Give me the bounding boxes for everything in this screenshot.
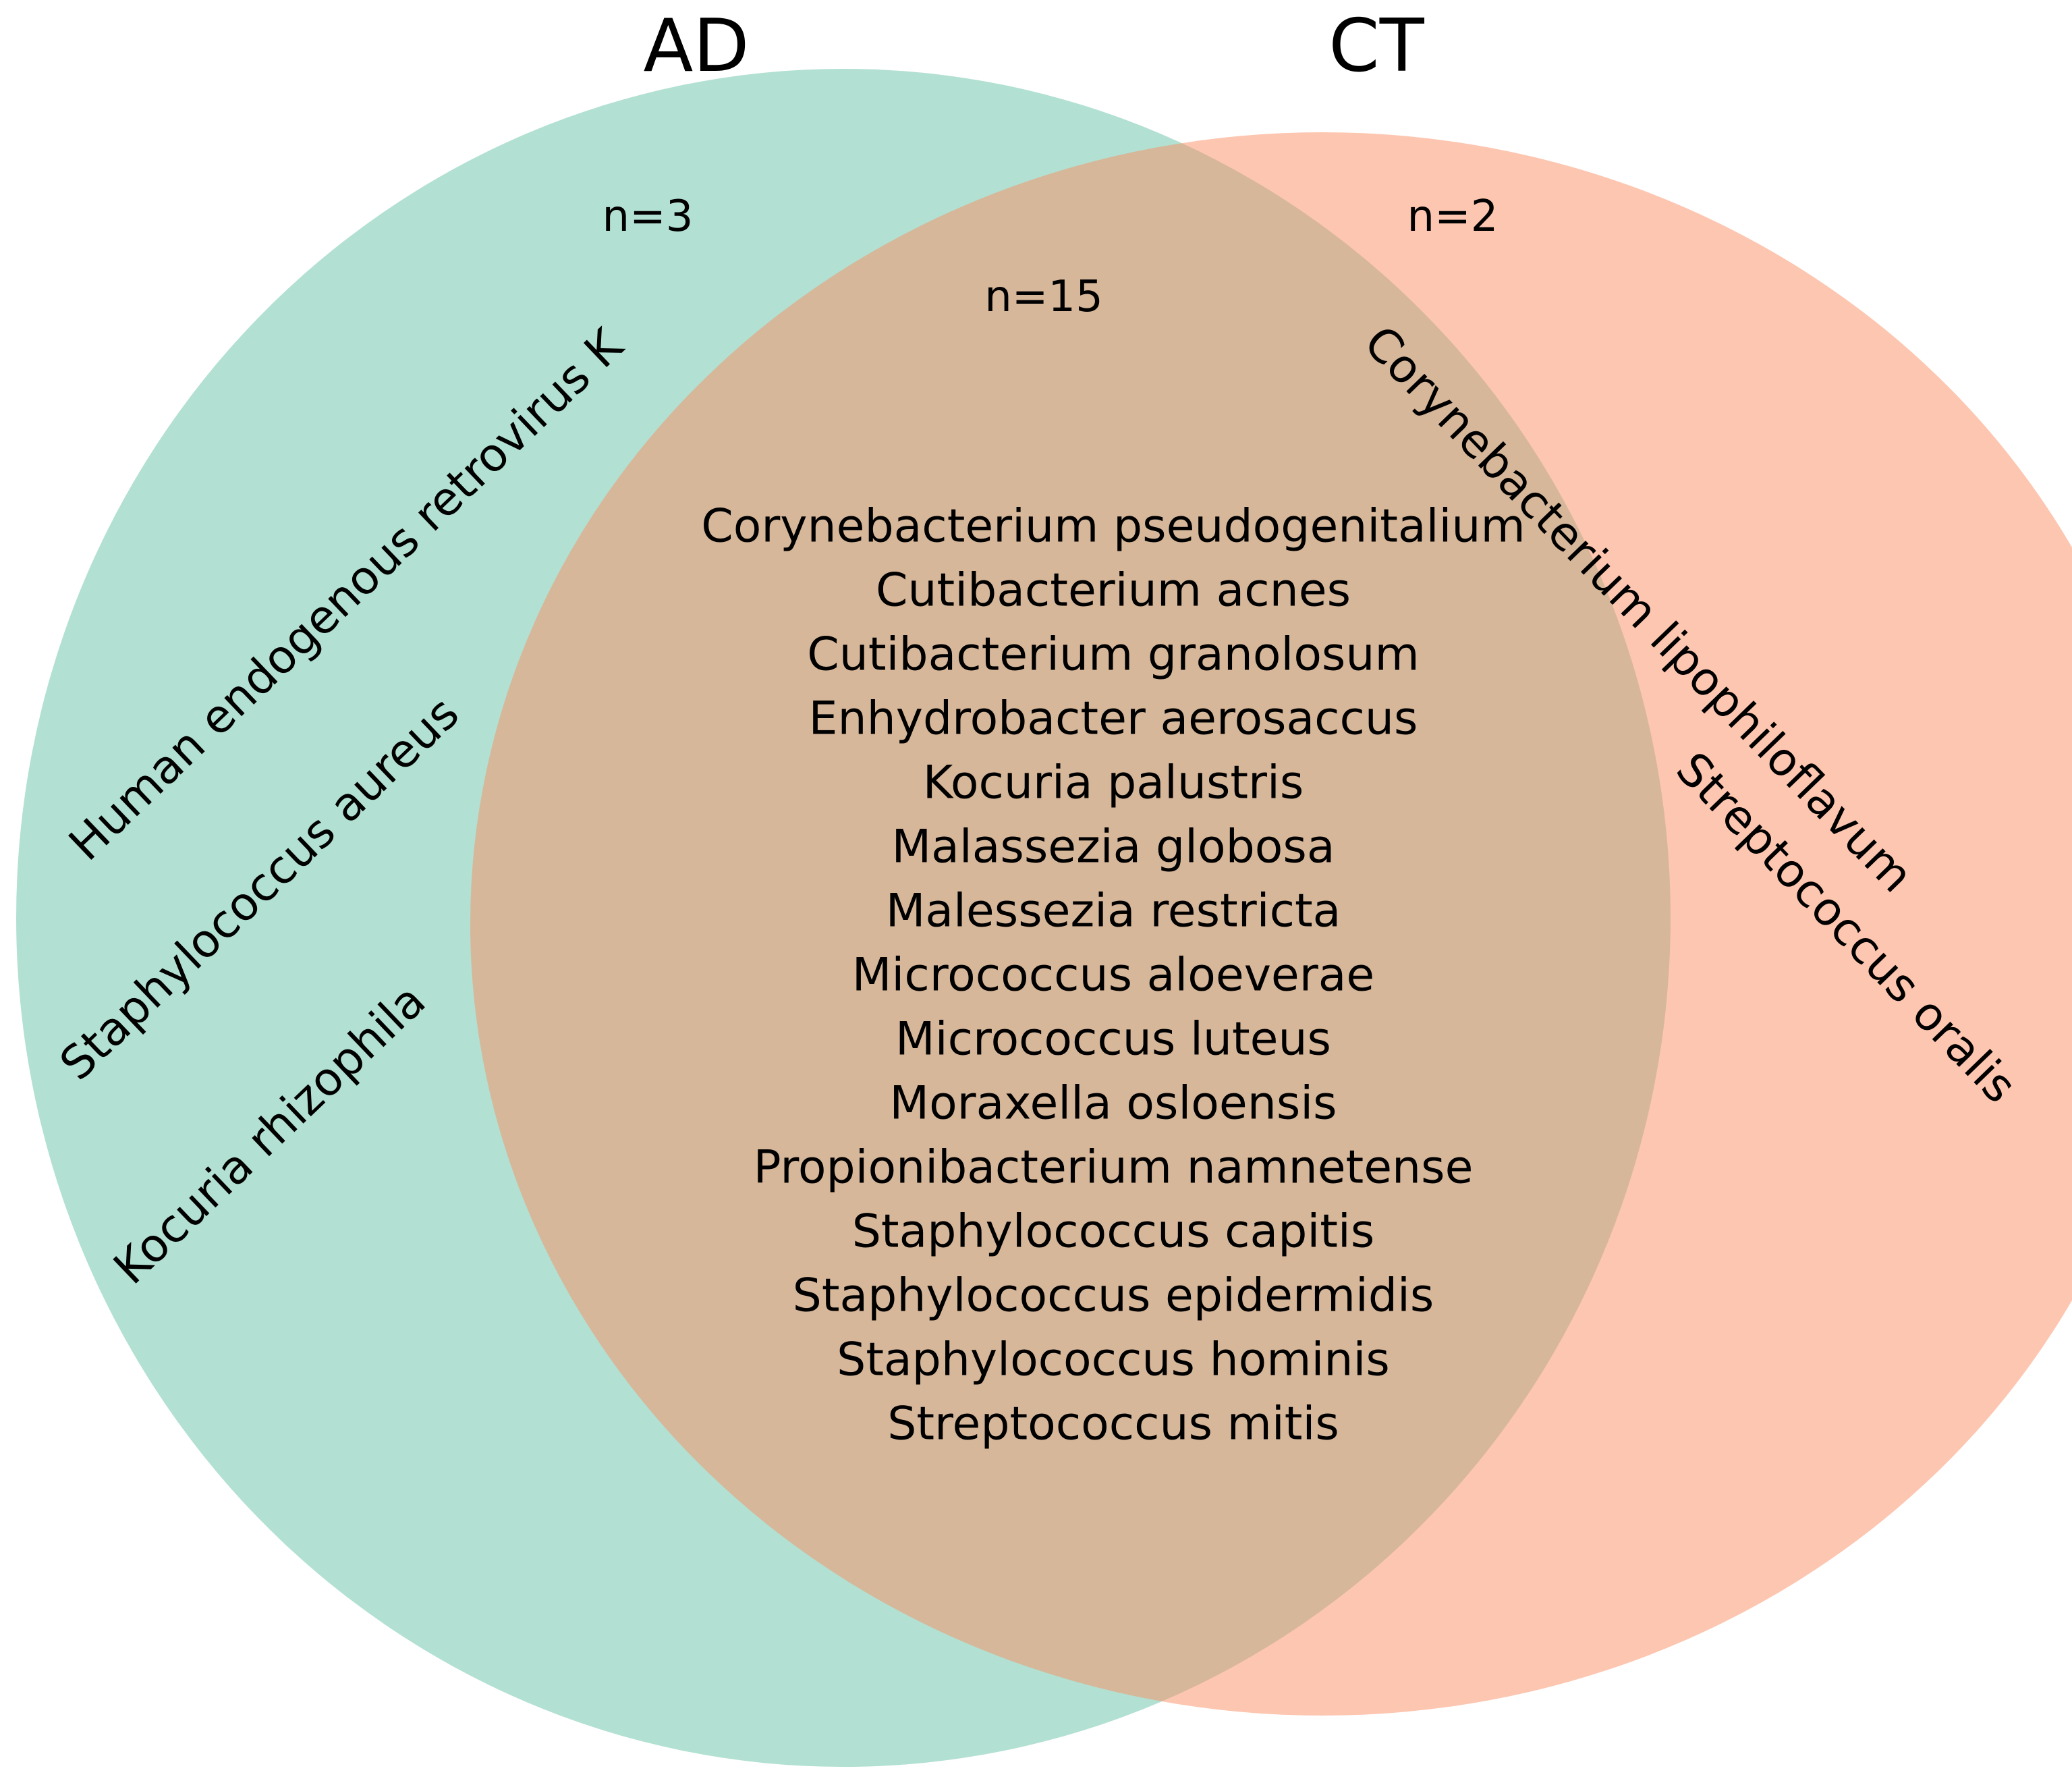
shared-species: Streptococcus mitis [887, 1398, 1339, 1451]
shared-species: Micrococcus luteus [895, 1013, 1331, 1066]
shared-species: Cutibacterium acnes [876, 564, 1351, 618]
shared-species: Malessezia restricta [886, 885, 1341, 938]
set-title-ad: AD [643, 4, 749, 88]
shared-species: Staphylococcus hominis [837, 1334, 1390, 1387]
shared-species: Corynebacterium pseudogenitalium [701, 500, 1525, 553]
shared-species: Micrococcus aloeverae [852, 949, 1374, 1002]
shared-species: Cutibacterium granolosum [807, 628, 1419, 682]
shared-species: Propionibacterium namnetense [754, 1141, 1474, 1195]
count-both: n=15 [984, 272, 1103, 322]
shared-species: Malassezia globosa [892, 821, 1335, 874]
shared-species: Kocuria palustris [923, 757, 1304, 810]
count-ct-only: n=2 [1407, 192, 1499, 242]
shared-species-list: Corynebacterium pseudogenitalium Cutibac… [701, 500, 1525, 1451]
count-ad-only: n=3 [603, 192, 694, 242]
shared-species: Moraxella osloensis [889, 1077, 1337, 1130]
shared-species: Staphylococcus epidermidis [793, 1269, 1434, 1323]
shared-species: Staphylococcus capitis [852, 1205, 1375, 1259]
shared-species: Enhydrobacter aerosaccus [809, 692, 1418, 746]
set-circle-ct [470, 132, 2072, 1716]
set-title-ct: CT [1328, 4, 1424, 88]
